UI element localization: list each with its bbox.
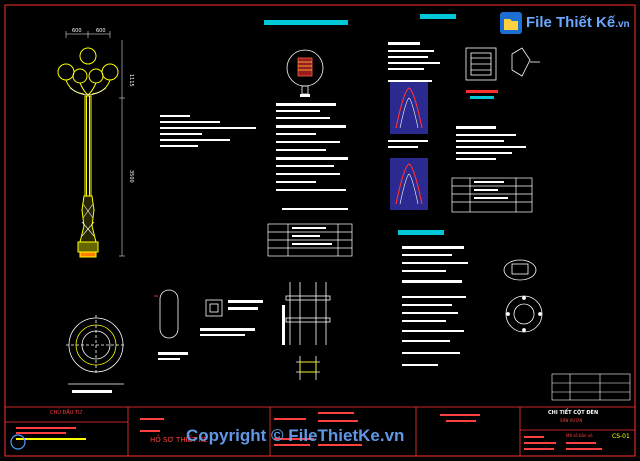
title-left-heading: CHỦ ĐẦU TƯ [50,410,83,416]
project-name: HỒ SƠ THIẾT KẾ [150,436,208,444]
header-globe [264,20,348,25]
spec-table-1 [267,223,353,257]
dim-top-left: 600 [72,28,82,34]
photometric-diagram-2 [390,158,428,210]
spec-text-block-4 [456,126,526,160]
copyright-watermark: Copyright © FileThietKe.vn [186,426,405,445]
spec-text-block-1 [160,115,256,147]
spec-text-block-3 [388,42,440,148]
lamp-pole-elevation [57,31,125,258]
brand-name: File Thiết Kế [526,14,616,31]
sheet-code: CS-01 [612,433,630,440]
photometric-diagram-1 [390,82,428,134]
dim-top-right: 600 [96,28,106,34]
base-detail-a [154,289,188,360]
led-fixture-detail [465,47,540,99]
header-spec [398,230,444,235]
drawing-subtitle: SÂN VƯỜN [560,418,583,423]
folder-icon [504,19,518,30]
drawing-title: CHI TIẾT CỘT ĐÈN [548,410,599,416]
title-block [4,406,636,457]
flange-plate-detail [503,259,543,333]
brand-tld: .vn [615,19,630,30]
globe-lamp-detail [286,49,324,97]
spec-table-2 [451,177,533,213]
base-detail-b [200,299,263,336]
header-led [420,14,456,19]
spec-text-block-2 [276,103,348,210]
company-logo [10,434,26,450]
revision-table [551,373,631,401]
sheet-label: Mã số bản vẽ [566,433,593,438]
foundation-plan [66,315,126,393]
spec-text-block-5 [402,246,468,366]
dim-main: 3500 [128,170,134,183]
title-block-text [16,412,602,450]
dim-upper: 1115 [128,74,134,87]
anchor-bolt-detail [282,282,331,380]
brand-logo-text: File Thiết Kế.vn [526,15,630,30]
